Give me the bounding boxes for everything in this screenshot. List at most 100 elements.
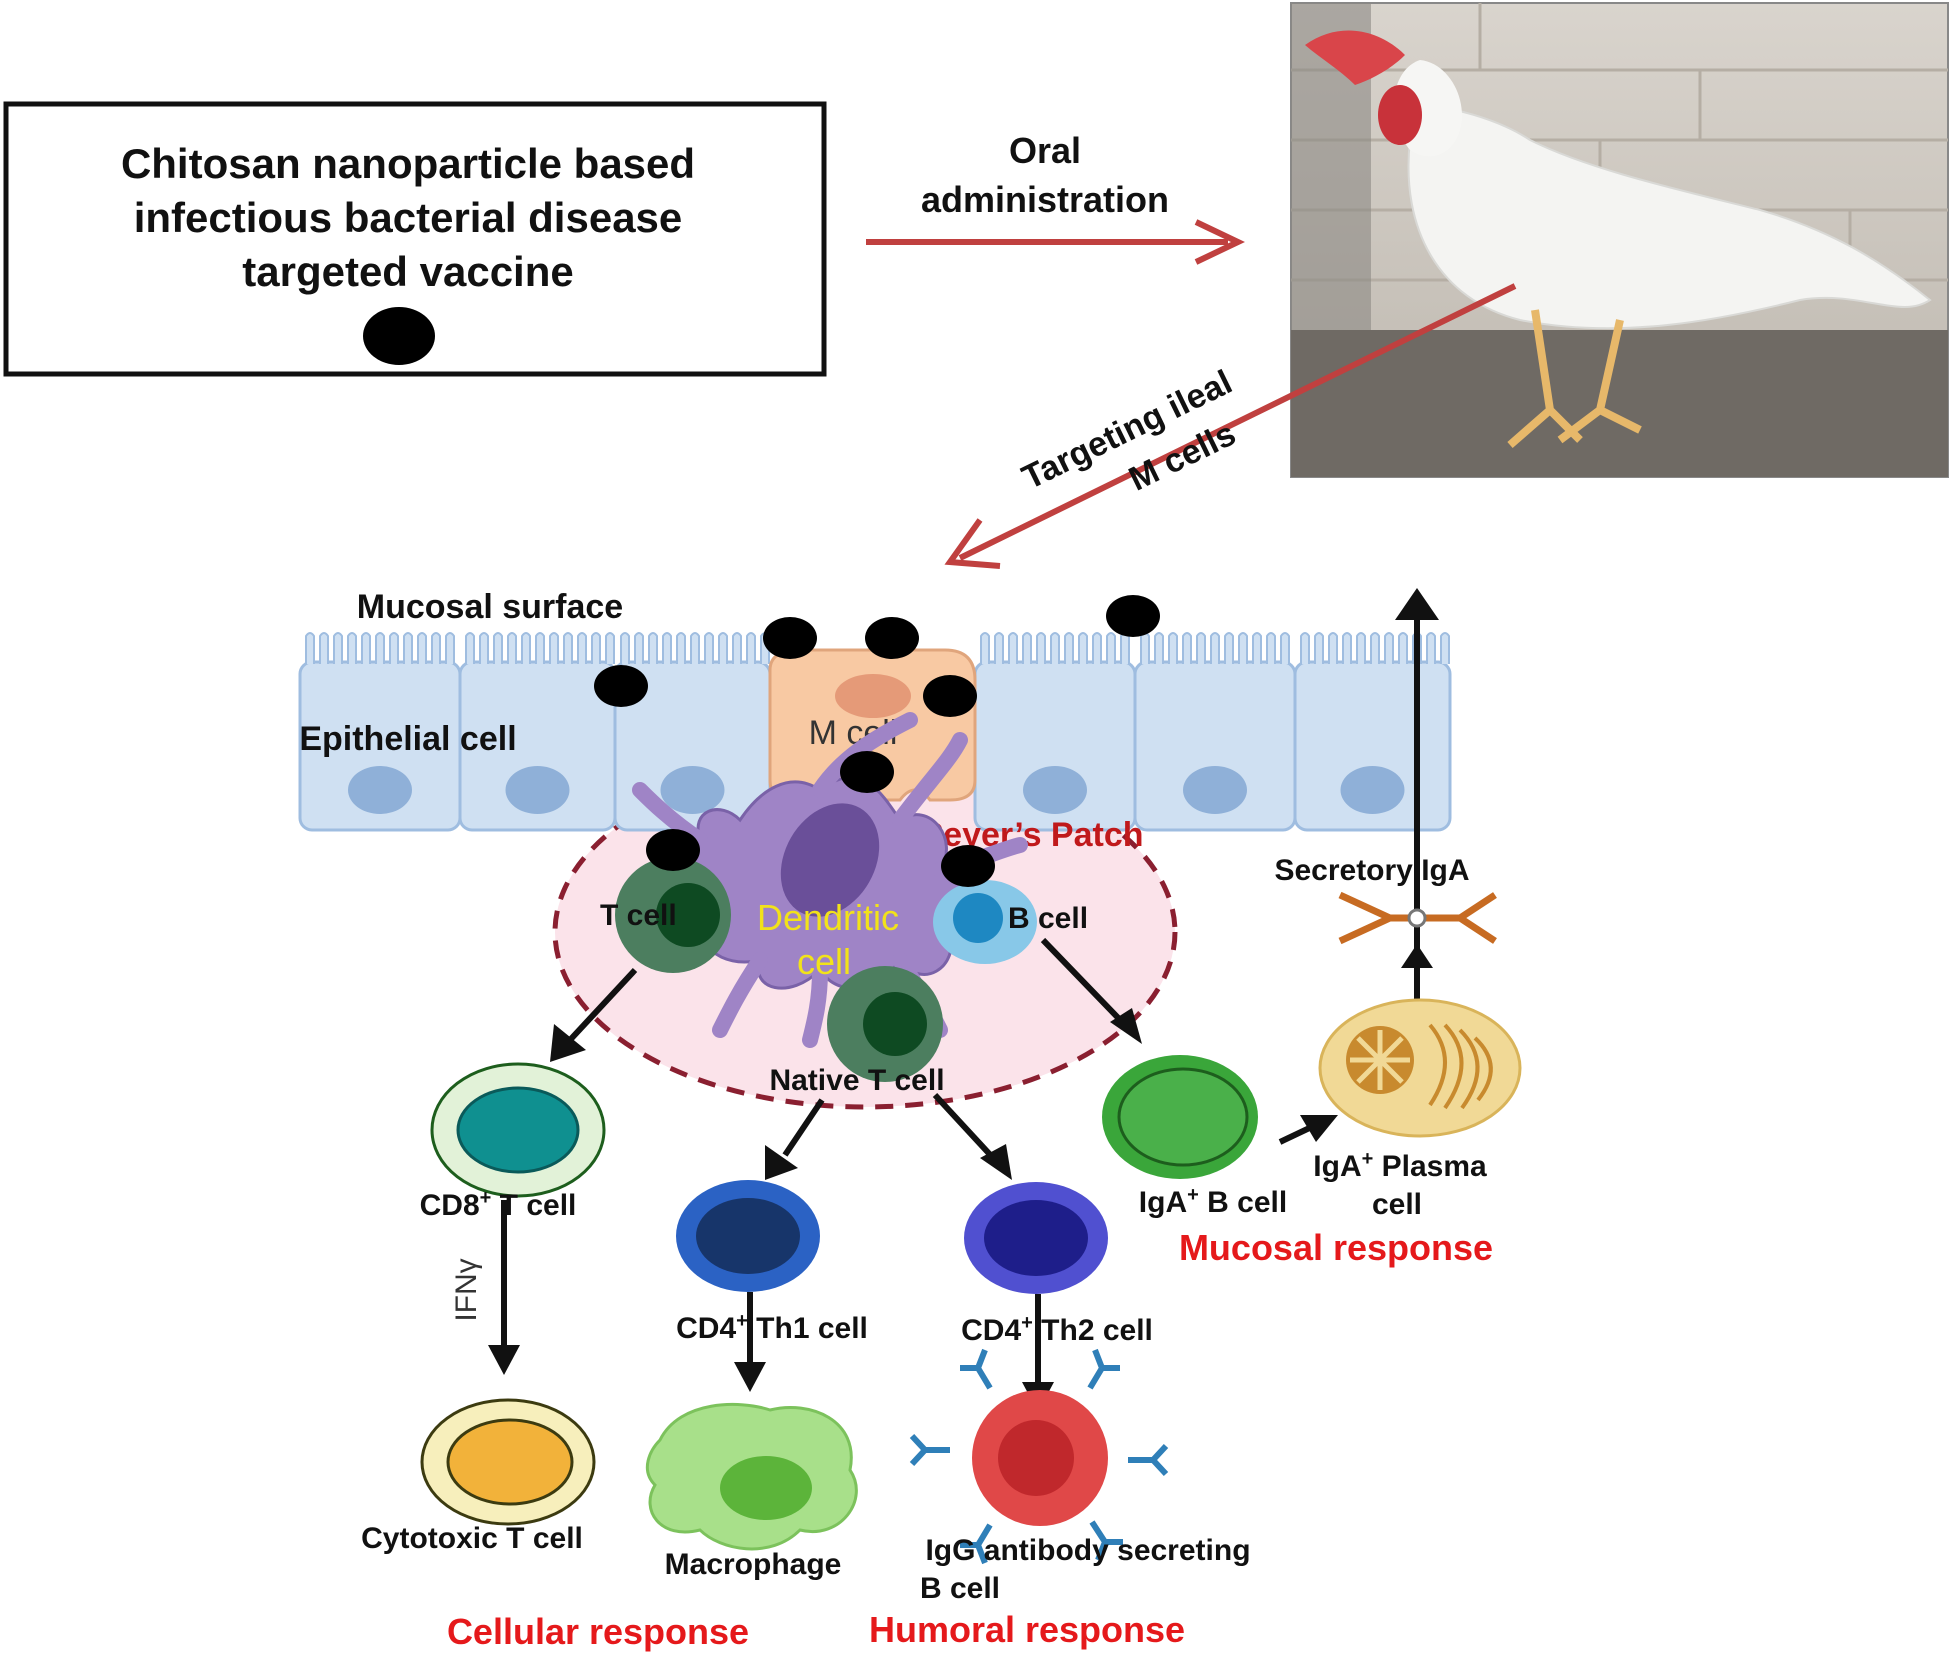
native-to-th2-arrow-head xyxy=(980,1144,1012,1180)
iga-plasma-label-line2: cell xyxy=(1372,1188,1422,1221)
microvilli xyxy=(1140,632,1290,664)
epithelium xyxy=(298,632,1452,832)
vaccine-box: Chitosan nanoparticle based infectious b… xyxy=(3,101,827,377)
microvilli xyxy=(465,632,615,664)
native-t-cell-label: Native T cell xyxy=(769,1064,944,1097)
plasma-er xyxy=(1428,1023,1493,1110)
nanoparticle-icon xyxy=(1106,595,1160,637)
epithelial-cell xyxy=(973,632,1137,832)
epithelial-cell xyxy=(458,632,617,832)
b-cell: B cell xyxy=(933,880,1088,964)
dendritic-label-line2: cell xyxy=(797,941,851,982)
plasma-chromatin xyxy=(1350,1030,1410,1090)
dendritic-label-line1: Dendritic xyxy=(757,897,899,938)
b-to-igab-arrow-shaft xyxy=(1040,937,1128,1028)
t-cell: T cell xyxy=(600,857,731,973)
iga-b-label: IgA+ B cell xyxy=(1139,1184,1287,1219)
cd4-th1-label: CD4+ Th1 cell xyxy=(676,1310,868,1345)
mucosal-response-label: Mucosal response xyxy=(1179,1227,1493,1268)
igg-secreting-b-cell: IgG antibody secreting B cell xyxy=(909,1348,1251,1605)
native-t-cell: Native T cell xyxy=(769,966,945,1097)
epithelial-cell xyxy=(298,632,462,832)
targeting-arrow-shaft xyxy=(958,283,1517,561)
cd4-th2-label: CD4+ Th2 cell xyxy=(961,1312,1153,1347)
microvilli xyxy=(980,632,1130,664)
microvilli xyxy=(305,632,455,664)
cellular-response-label: Cellular response xyxy=(447,1611,749,1652)
epithelial-cell xyxy=(1293,632,1452,832)
iga-plasma-label-line1: IgA+ Plasma xyxy=(1313,1148,1487,1183)
iga-up-arrow-head xyxy=(1395,588,1439,620)
targeting-arrow-head xyxy=(944,518,1001,569)
mucosal-surface-label: Mucosal surface xyxy=(357,588,623,626)
native-to-th1-arrow-head xyxy=(765,1145,798,1180)
nanoparticle-icon xyxy=(594,665,648,707)
igg-label-line2: B cell xyxy=(920,1572,1000,1605)
secretory-iga-icon xyxy=(1338,891,1497,945)
t-to-cd8-arrow-head xyxy=(550,1024,586,1062)
nanoparticle-icon xyxy=(646,829,700,871)
nanoparticles xyxy=(594,595,1160,887)
iga-plasma-cell: IgA+ Plasma cell xyxy=(1313,998,1522,1221)
dendritic-nucleus xyxy=(780,803,880,917)
cytotoxic-t-cell: Cytotoxic T cell xyxy=(361,1398,596,1555)
epithelial-nucleus xyxy=(1023,766,1087,814)
t-to-cd8-arrow-shaft xyxy=(567,967,638,1043)
native-to-th2-arrow-shaft xyxy=(932,1092,998,1163)
epithelial-cell xyxy=(613,632,772,832)
cd8-to-cytotoxic-arrow-head xyxy=(488,1345,520,1375)
native-to-th1-arrow-shaft xyxy=(782,1098,825,1157)
secretory-iga-label: Secretory IgA xyxy=(1274,854,1469,887)
t-cell-label: T cell xyxy=(600,899,677,932)
chicken-photo xyxy=(1290,2,1949,478)
nanoparticle-icon xyxy=(941,845,995,887)
plasma-to-iga-arrow-head xyxy=(1401,944,1433,968)
epithelial-cell-label: Epithelial cell xyxy=(299,720,516,758)
cd4-th2-cell: CD4+ Th2 cell xyxy=(961,1182,1153,1347)
macrophage-label: Macrophage xyxy=(665,1548,842,1581)
nanoparticle-icon xyxy=(763,617,817,659)
oral-arrow-head xyxy=(1194,219,1245,265)
nanoparticle-icon xyxy=(923,675,977,717)
m-cell: M cell xyxy=(768,648,977,802)
m-cell-nucleus xyxy=(835,674,911,718)
nanoparticle-icon xyxy=(840,751,894,793)
epithelial-nucleus xyxy=(348,766,412,814)
chicken-body xyxy=(1407,103,1932,330)
igg-label-line1: IgG antibody secreting xyxy=(925,1534,1250,1567)
photo-floor xyxy=(1291,330,1948,477)
epithelial-cell xyxy=(1133,632,1297,832)
ifn-gamma-label: IFNγ xyxy=(450,1258,483,1321)
nanoparticle-icon xyxy=(865,617,919,659)
igg-antibody-icons xyxy=(909,1348,1169,1565)
vaccine-box-line2: infectious bacterial disease xyxy=(134,194,683,241)
th1-to-macrophage-arrow-head xyxy=(734,1362,766,1392)
chicken-wattle xyxy=(1378,85,1422,145)
microvilli xyxy=(1300,632,1450,664)
iga-b-cell: IgA+ B cell xyxy=(1102,1055,1338,1219)
macrophage: Macrophage xyxy=(645,1402,858,1581)
chicken-comb xyxy=(1305,30,1405,85)
epithelial-nucleus xyxy=(660,766,725,814)
cd4-th1-cell: CD4+ Th1 cell xyxy=(676,1180,868,1345)
b-to-igab-arrow-head xyxy=(1110,1008,1142,1044)
cd8-label: CD8+ T cell xyxy=(420,1187,577,1222)
b-to-plasma-arrow-head xyxy=(1300,1115,1338,1142)
epithelial-nucleus xyxy=(1183,766,1247,814)
vaccine-box-line3: targeted vaccine xyxy=(242,248,574,295)
cytotoxic-label: Cytotoxic T cell xyxy=(361,1522,583,1555)
b-cell-label: B cell xyxy=(1008,902,1088,935)
chicken-legs xyxy=(1507,309,1642,449)
secretory-iga-pathway: Secretory IgA xyxy=(1274,588,1497,1000)
epithelial-nucleus xyxy=(1340,766,1405,814)
microvilli xyxy=(620,632,770,664)
cd8-t-cell: CD8+ T cell xyxy=(420,1062,606,1222)
oral-label-line1: Oral xyxy=(1009,130,1081,171)
oral-label-line2: administration xyxy=(921,179,1169,220)
oral-administration: Oral administration xyxy=(866,130,1245,265)
nanoparticle-icon xyxy=(363,307,435,365)
epithelial-nucleus xyxy=(505,766,570,814)
humoral-response-label: Humoral response xyxy=(869,1609,1185,1650)
vaccine-box-line1: Chitosan nanoparticle based xyxy=(121,140,695,187)
